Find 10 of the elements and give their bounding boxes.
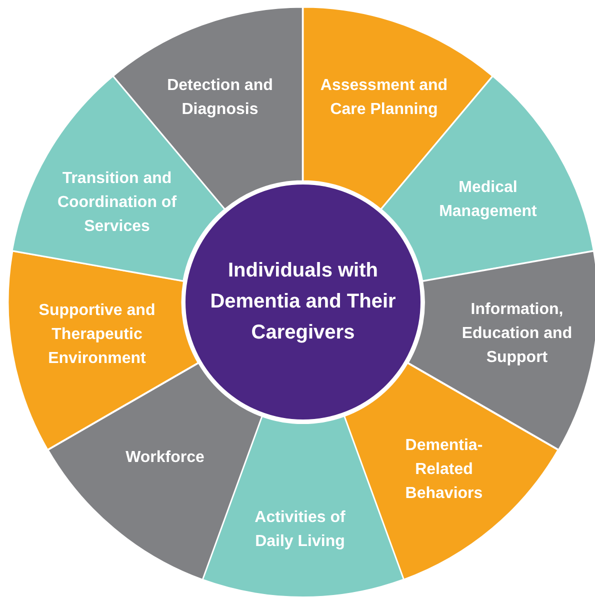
segment-label: Medical Management xyxy=(438,178,538,222)
segment-label: Information, Education and Support xyxy=(460,300,574,368)
segment-label: Transition and Coordination of Services xyxy=(56,168,178,237)
segment-label: Assessment and Care Planning xyxy=(319,76,449,120)
segment-label: Activities of Daily Living xyxy=(254,508,346,552)
segment-label: Dementia- Related Behaviors xyxy=(404,436,484,504)
center-label: Individuals with Dementia and Their Caregivers xyxy=(209,258,397,346)
segment-label: Workforce xyxy=(124,448,206,468)
segment-label: Detection and Diagnosis xyxy=(166,76,274,120)
segment-label: Supportive and Therapeutic Environment xyxy=(38,300,156,369)
